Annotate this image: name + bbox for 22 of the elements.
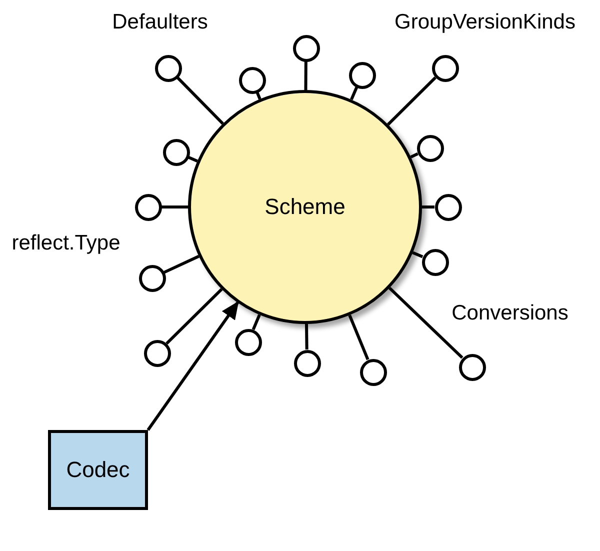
group-label: GroupVersionKinds (394, 12, 576, 32)
connector-line (176, 76, 224, 125)
connector-line (305, 324, 308, 350)
connector-line (410, 152, 418, 158)
arrow (146, 301, 239, 431)
connector-line (252, 314, 261, 330)
node-label: Scheme (264, 193, 346, 221)
node-label: Codec (66, 456, 130, 484)
codec-box (48, 430, 148, 510)
connector-line (162, 206, 188, 208)
connector-line (166, 288, 223, 345)
connector-line (386, 76, 436, 126)
connector-line (188, 156, 198, 162)
connector-line (350, 86, 358, 100)
connector-line (304, 61, 308, 90)
connector-line (388, 286, 464, 359)
group-label: Conversions (452, 302, 568, 324)
group-label: reflect.Type (12, 232, 120, 254)
connector-line (348, 314, 370, 360)
group-label: Defaulters (112, 12, 208, 32)
connector-line (164, 254, 200, 274)
connector-line (422, 206, 434, 208)
